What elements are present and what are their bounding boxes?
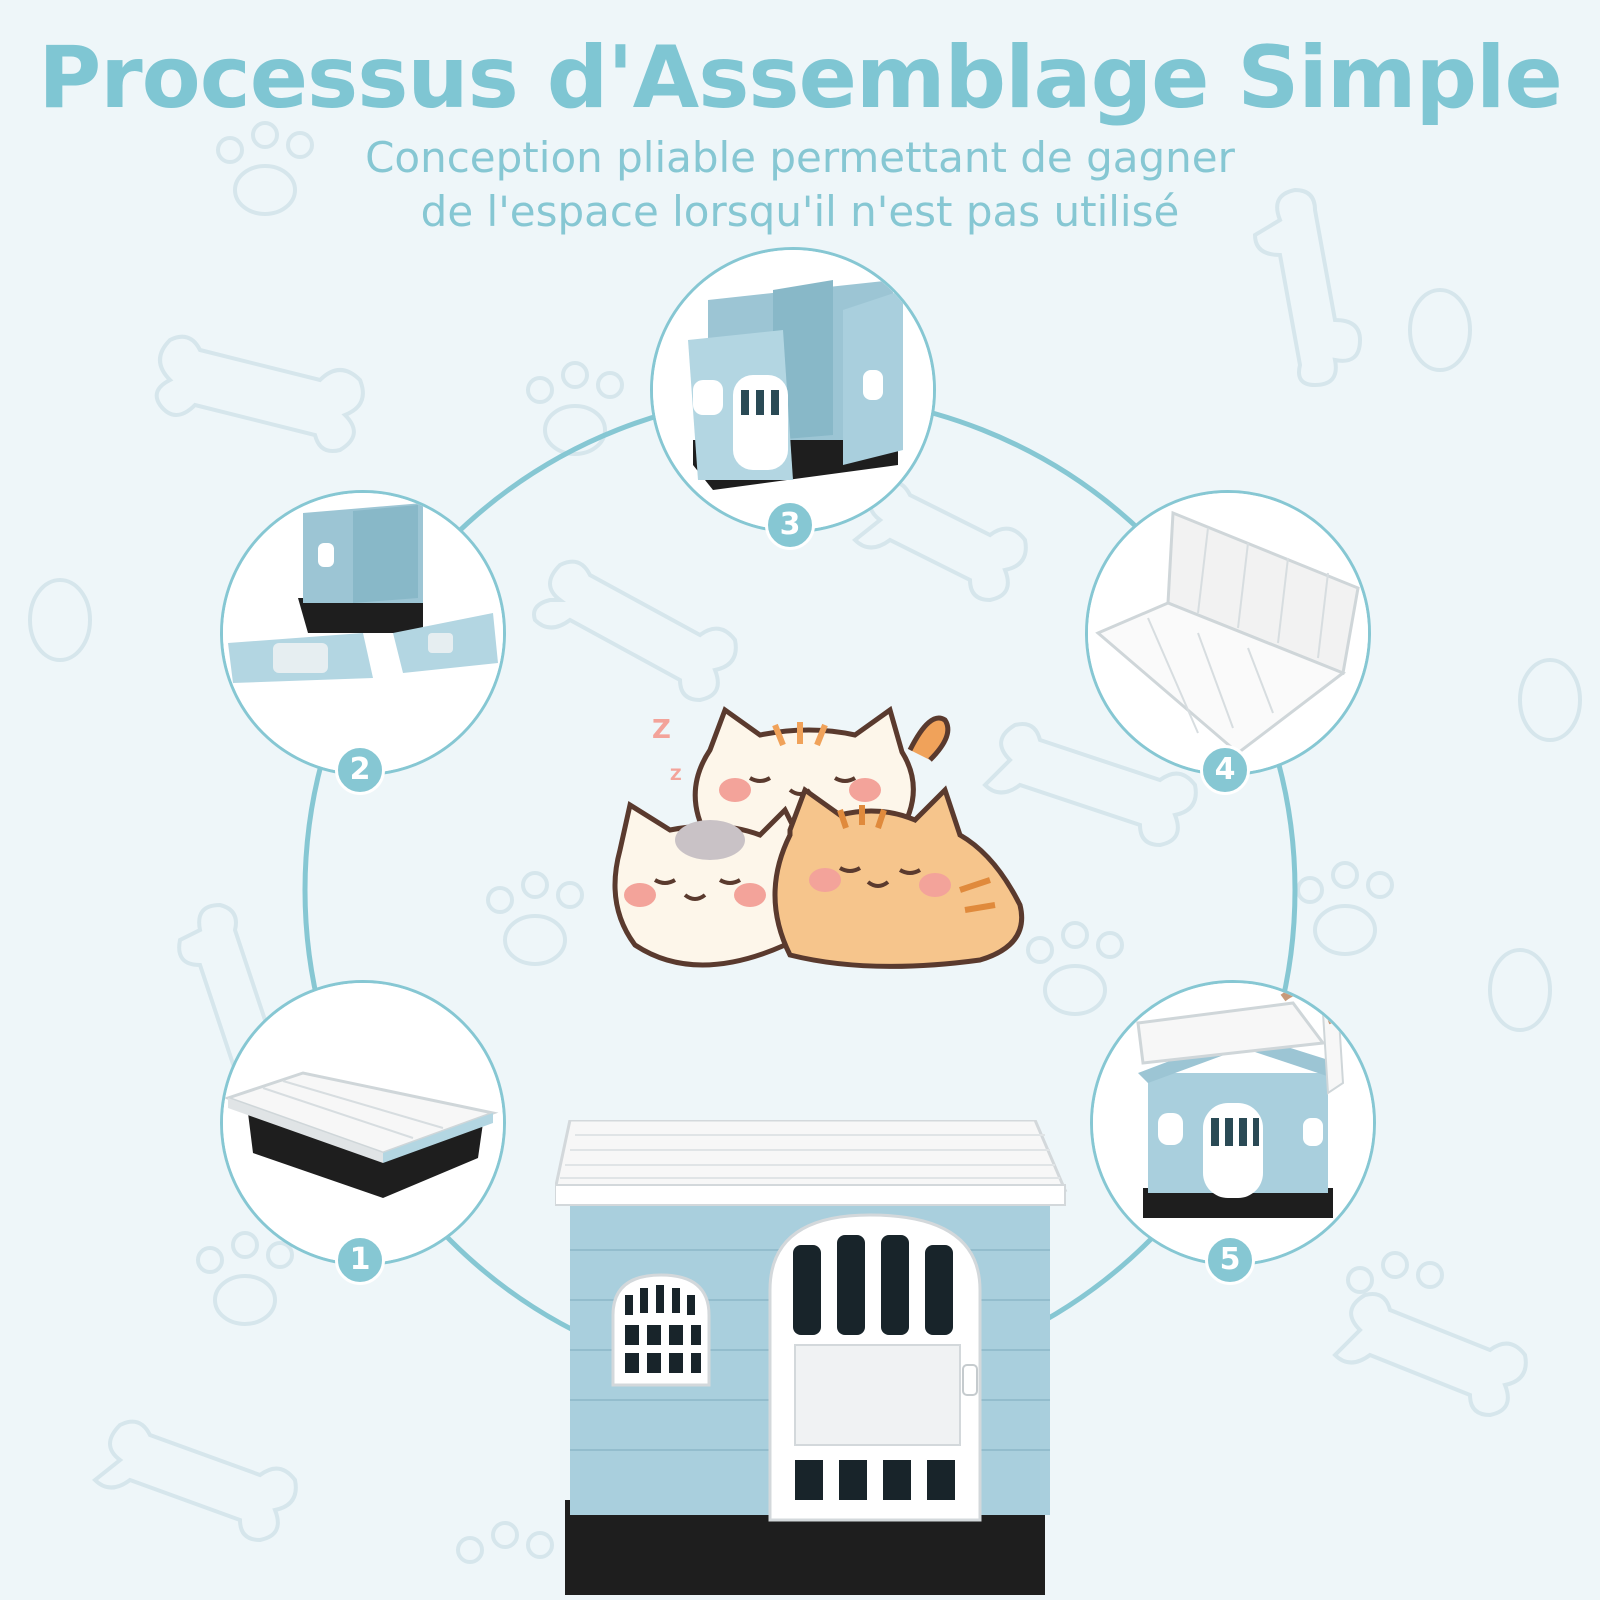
page-title: Processus d'Assemblage Simple xyxy=(38,28,1563,128)
unfolding-walls-icon xyxy=(223,493,503,773)
step-2-image xyxy=(220,490,506,776)
step-3-badge: 3 xyxy=(765,500,815,550)
sleeping-cats-icon: Z Z xyxy=(612,705,1025,969)
step-4-image xyxy=(1085,490,1371,776)
step-1-badge: 1 xyxy=(335,1235,385,1285)
page-subtitle-line1: Conception pliable permettant de gagner xyxy=(365,133,1235,182)
pet-house-icon xyxy=(555,1120,1068,1595)
page-subtitle-line2: de l'espace lorsqu'il n'est pas utilisé xyxy=(420,187,1180,236)
step-3-image xyxy=(650,247,936,533)
step-4-badge: 4 xyxy=(1200,745,1250,795)
folded-house-icon xyxy=(223,983,503,1263)
roof-placement-icon xyxy=(1093,983,1373,1263)
sleep-z-small-glyph: Z xyxy=(670,765,682,784)
walls-assembled-icon xyxy=(653,250,933,530)
sleep-z-glyph: Z xyxy=(652,715,671,745)
roof-panel-icon xyxy=(1088,493,1368,773)
step-5-badge: 5 xyxy=(1205,1235,1255,1285)
step-2-badge: 2 xyxy=(335,745,385,795)
step-5-image xyxy=(1090,980,1376,1266)
step-1-image xyxy=(220,980,506,1266)
